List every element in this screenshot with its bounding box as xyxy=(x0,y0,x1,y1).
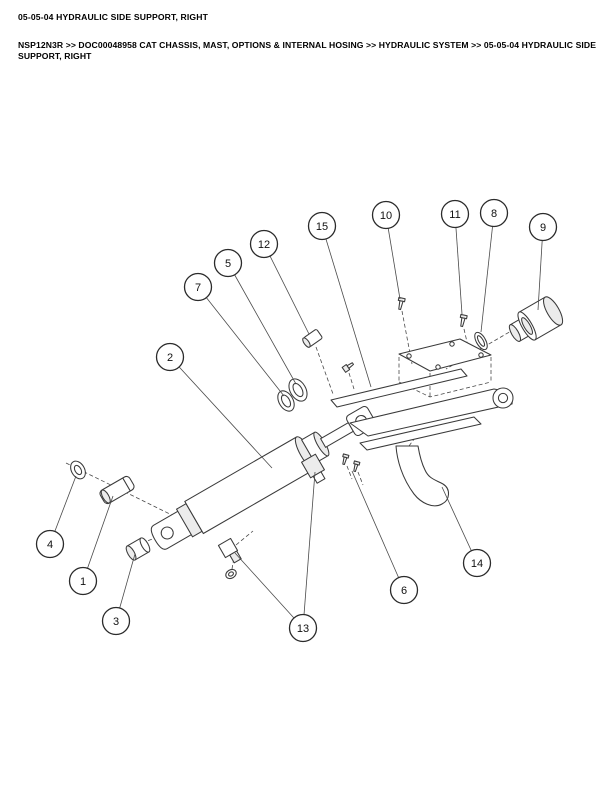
callout-11: 11 xyxy=(440,199,470,229)
part-o-ring xyxy=(474,331,488,351)
callout-3: 3 xyxy=(101,606,131,636)
callout-balloon xyxy=(68,566,98,596)
callout-1: 1 xyxy=(68,566,98,596)
callout-number: 3 xyxy=(113,616,119,628)
part-screw-10 xyxy=(397,296,406,311)
part-cylinder xyxy=(150,405,377,550)
breadcrumb: NSP12N3R >> DOC00048958 CAT CHASSIS, MAS… xyxy=(18,40,597,62)
callout-balloon xyxy=(479,198,509,228)
leader-line-6 xyxy=(351,470,405,591)
part-upper-strap xyxy=(330,368,468,408)
part-pin xyxy=(99,475,135,505)
part-fitting xyxy=(302,329,323,348)
callout-balloon xyxy=(389,575,419,605)
callout-5: 5 xyxy=(213,248,243,278)
callout-balloon xyxy=(440,199,470,229)
callout-balloon xyxy=(183,272,213,302)
callout-number: 12 xyxy=(258,239,270,251)
leader-line-7 xyxy=(197,286,285,397)
leader-line-1 xyxy=(82,495,114,582)
callout-number: 1 xyxy=(80,576,86,588)
callout-number: 5 xyxy=(225,258,231,270)
part-washer xyxy=(70,460,86,480)
callout-6: 6 xyxy=(389,575,419,605)
callout-number: 6 xyxy=(401,585,407,597)
callout-4: 4 xyxy=(35,529,65,559)
callout-8: 8 xyxy=(479,198,509,228)
callout-balloon xyxy=(101,606,131,636)
leader-line-2 xyxy=(169,356,273,469)
part-stepped-bushing xyxy=(508,296,564,342)
callout-balloon xyxy=(528,212,558,242)
callout-12: 12 xyxy=(249,229,279,259)
callout-10: 10 xyxy=(371,200,401,230)
callout-number: 7 xyxy=(195,282,201,294)
leader-line-12 xyxy=(263,243,310,335)
page-title: 05-05-04 HYDRAULIC SIDE SUPPORT, RIGHT xyxy=(18,12,209,22)
part-bushing xyxy=(125,537,151,561)
leader-line-8 xyxy=(480,212,495,333)
callout-number: 10 xyxy=(380,210,392,222)
callout-balloon xyxy=(307,211,337,241)
callout-balloon xyxy=(462,548,492,578)
callout-number: 15 xyxy=(316,221,328,233)
callout-15: 15 xyxy=(307,211,337,241)
parts-illustration xyxy=(65,296,564,580)
callout-balloon xyxy=(288,613,318,643)
part-port-block xyxy=(301,453,326,484)
part-screw-11 xyxy=(459,313,468,328)
callout-number: 2 xyxy=(167,352,173,364)
callout-number: 13 xyxy=(297,623,309,635)
leader-line-11 xyxy=(454,213,463,315)
callout-balloon xyxy=(155,342,185,372)
callout-balloon xyxy=(371,200,401,230)
part-link-arm xyxy=(349,387,514,451)
leader-line-5 xyxy=(227,262,297,385)
leader-line-15 xyxy=(321,225,372,388)
callout-number: 8 xyxy=(491,208,497,220)
leader-line-13 xyxy=(302,471,316,629)
part-mounting-plate xyxy=(398,338,492,372)
callout-13: 13 xyxy=(288,613,318,643)
part-latch-lever xyxy=(395,445,450,507)
callout-balloon xyxy=(35,529,65,559)
part-collar-ring xyxy=(288,378,308,402)
part-screws-6 xyxy=(342,453,361,473)
part-jam-nut xyxy=(225,568,237,580)
callout-9: 9 xyxy=(528,212,558,242)
callout-7: 7 xyxy=(183,272,213,302)
leader-line-13 xyxy=(234,552,304,629)
callout-number: 9 xyxy=(540,222,546,234)
part-small-screw xyxy=(341,362,355,373)
callout-balloon xyxy=(213,248,243,278)
callout-2: 2 xyxy=(155,342,185,372)
callout-number: 11 xyxy=(449,209,460,221)
callout-14: 14 xyxy=(462,548,492,578)
callout-number: 14 xyxy=(471,558,483,570)
part-elbow-fitting xyxy=(217,537,242,564)
callout-balloon xyxy=(249,229,279,259)
callout-number: 4 xyxy=(47,539,53,551)
leader-line-10 xyxy=(385,214,401,300)
